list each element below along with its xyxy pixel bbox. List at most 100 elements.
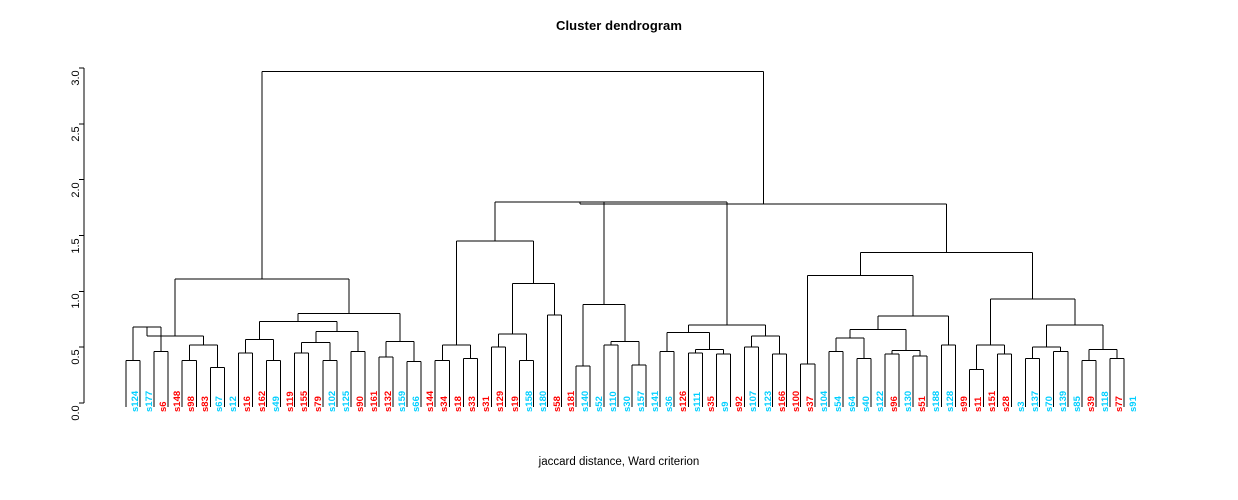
leaf-label: s118 bbox=[1099, 391, 1111, 412]
leaf-label: s148 bbox=[172, 390, 184, 412]
dendrogram-merge bbox=[512, 283, 556, 334]
leaf-label: s157 bbox=[636, 390, 648, 412]
leaf-label: s100 bbox=[790, 390, 802, 412]
leaf-label: s28 bbox=[1001, 396, 1013, 412]
leaf-label: s54 bbox=[832, 396, 844, 412]
x-axis-label: jaccard distance, Ward criterion bbox=[538, 456, 700, 468]
leaf-label: s85 bbox=[1071, 396, 1083, 412]
leaf-label: s52 bbox=[593, 396, 605, 412]
y-axis-tick-label: 2.5 bbox=[70, 126, 82, 142]
leaf-label: s34 bbox=[439, 396, 451, 412]
leaf-label: s159 bbox=[397, 390, 409, 412]
leaf-label: s3 bbox=[1015, 401, 1027, 412]
dendrogram-merge bbox=[1046, 324, 1104, 350]
leaf-label: s177 bbox=[144, 390, 156, 412]
leaf-label: s83 bbox=[200, 396, 212, 412]
leaf-label: s139 bbox=[1057, 390, 1069, 412]
dendrogram-merge bbox=[687, 324, 767, 336]
dendrogram-merge bbox=[385, 341, 415, 362]
leaf-label: s35 bbox=[706, 396, 718, 412]
leaf-label: s166 bbox=[776, 390, 788, 412]
leaf-label: s140 bbox=[579, 390, 591, 412]
leaf-label: s49 bbox=[270, 396, 282, 412]
y-axis bbox=[79, 67, 1125, 407]
leaf-label: s144 bbox=[425, 390, 437, 412]
leaf-label: s98 bbox=[186, 396, 198, 412]
leaf-label: s16 bbox=[242, 396, 254, 412]
leaf-label: s39 bbox=[1085, 396, 1097, 412]
leaf-label: s107 bbox=[748, 390, 760, 412]
leaf-label: s67 bbox=[214, 396, 226, 412]
dendrogram-merge bbox=[297, 313, 401, 342]
dendrogram-merge bbox=[494, 201, 666, 242]
leaf-label: s90 bbox=[354, 396, 366, 412]
dendrogram-merge bbox=[315, 331, 359, 352]
leaf-label: s126 bbox=[678, 390, 690, 412]
leaf-label: s64 bbox=[846, 396, 858, 412]
leaf-label: s70 bbox=[1043, 396, 1055, 412]
leaf-label: s40 bbox=[860, 396, 872, 412]
leaf-label: s66 bbox=[411, 396, 423, 412]
leaf-label: s162 bbox=[256, 390, 268, 412]
leaf-label: s128 bbox=[945, 390, 957, 412]
dendrogram-merge bbox=[715, 353, 731, 403]
leaf-label: s12 bbox=[228, 396, 240, 412]
dendrogram-merge bbox=[1088, 348, 1118, 361]
page-title: Cluster dendrogram bbox=[555, 18, 683, 33]
leaf-label: s33 bbox=[467, 396, 479, 412]
leaf-label: s37 bbox=[804, 396, 816, 412]
leaf-label: s132 bbox=[383, 390, 394, 412]
leaf-label: s119 bbox=[284, 391, 296, 412]
leaf-label: s102 bbox=[326, 390, 338, 412]
leaf-label: s99 bbox=[959, 396, 971, 412]
dendrogram-merge bbox=[174, 278, 350, 336]
leaf-label: s161 bbox=[368, 390, 380, 412]
leaf-label: s123 bbox=[762, 390, 774, 412]
leaf-label: s96 bbox=[889, 396, 901, 412]
dendrogram-merge bbox=[975, 344, 1006, 370]
dendrogram-merge bbox=[261, 70, 764, 280]
dendrogram-merge bbox=[751, 335, 781, 354]
leaf-label: s19 bbox=[509, 396, 521, 412]
leaf-label: s110 bbox=[607, 391, 619, 412]
leaf-label: s181 bbox=[565, 390, 577, 412]
dendrogram-merge bbox=[259, 320, 338, 340]
dendrogram-merge bbox=[891, 350, 921, 357]
leaf-label: s124 bbox=[130, 390, 141, 412]
dendrogram-merge bbox=[989, 298, 1076, 345]
y-axis-tick-label: 1.5 bbox=[70, 237, 82, 254]
leaf-label: s155 bbox=[298, 390, 310, 412]
dendrogram-merge bbox=[666, 332, 710, 352]
y-axis-tick-label: 2.0 bbox=[70, 182, 82, 198]
leaf-label: s188 bbox=[931, 390, 943, 412]
leaf-label: s180 bbox=[537, 390, 549, 412]
leaf-label: s91 bbox=[1128, 396, 1139, 412]
dendrogram-merge bbox=[455, 240, 535, 345]
dendrogram-merge bbox=[603, 201, 728, 325]
dendrogram-merge bbox=[579, 202, 948, 253]
leaf-label: s137 bbox=[1029, 390, 1041, 412]
leaf-label: s36 bbox=[664, 396, 676, 412]
leaf-label: s9 bbox=[720, 401, 732, 412]
leaf-label: s141 bbox=[650, 390, 662, 412]
leaf-label: s11 bbox=[973, 396, 985, 412]
leaf-label: s130 bbox=[903, 390, 915, 412]
dendrogram-merge bbox=[153, 351, 169, 403]
leaf-label: s92 bbox=[734, 396, 746, 412]
leaf-label: s58 bbox=[551, 396, 563, 412]
y-axis-tick-label: 0.5 bbox=[70, 349, 82, 365]
leaf-label: s77 bbox=[1113, 396, 1125, 412]
leaf-label: s111 bbox=[692, 391, 704, 412]
dendrogram-merge bbox=[877, 315, 949, 345]
leaf-label: s18 bbox=[453, 396, 465, 412]
leaf-label: s79 bbox=[312, 396, 324, 412]
leaf-label: s51 bbox=[917, 396, 929, 412]
leaf-label: s30 bbox=[621, 396, 633, 412]
leaf-label: s158 bbox=[523, 390, 535, 412]
y-axis-tick-label: 1.0 bbox=[70, 293, 82, 309]
dendrogram-merge bbox=[188, 344, 218, 368]
leaf-label: s31 bbox=[481, 396, 493, 412]
leaf-label: s129 bbox=[495, 390, 507, 412]
dendrogram-tree bbox=[125, 70, 1125, 403]
